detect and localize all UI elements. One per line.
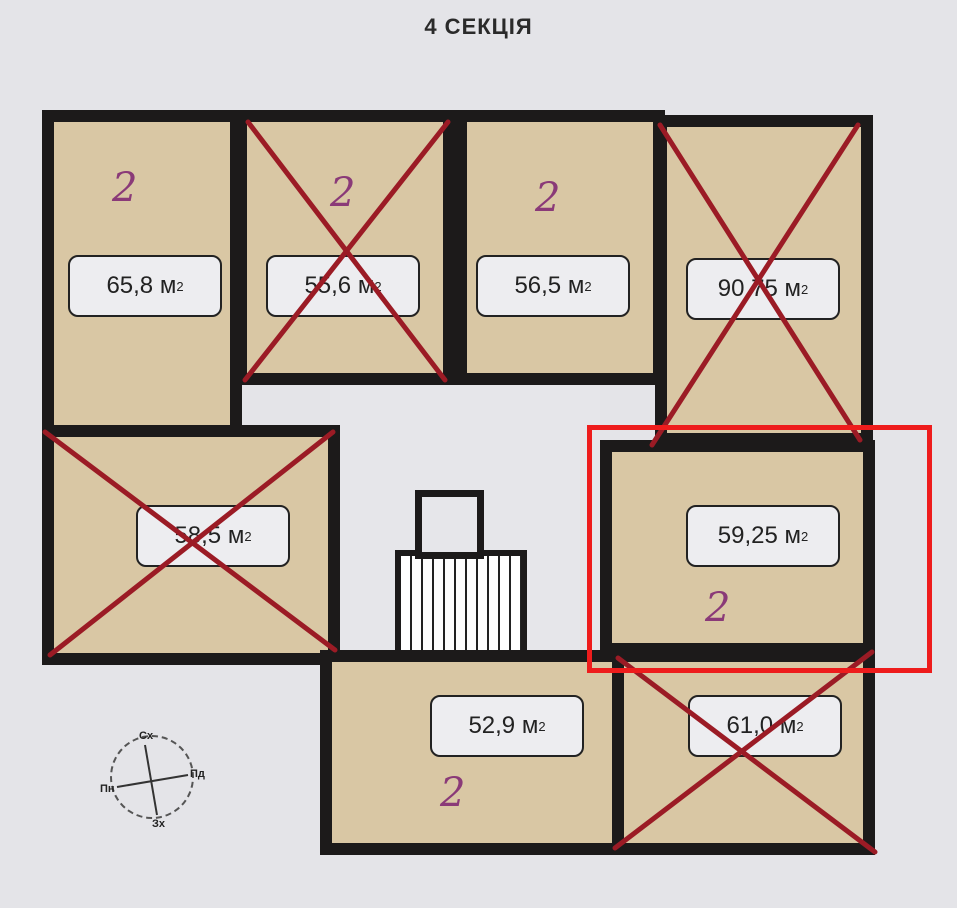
- area-text: 56,5 м: [514, 272, 585, 299]
- unit: 2: [374, 278, 382, 294]
- handwritten-rooms: 2: [705, 585, 731, 631]
- area-text: 90,75 м: [717, 275, 801, 302]
- section-title: 4 СЕКЦІЯ: [424, 14, 533, 39]
- unit: 2: [801, 528, 809, 544]
- handwritten-rooms: 2: [112, 165, 138, 211]
- unit: 2: [176, 278, 184, 294]
- handwritten-rooms: 2: [330, 170, 356, 216]
- area-text: 59,25 м: [717, 522, 801, 549]
- unit: 2: [538, 718, 546, 734]
- area-text: 65,8 м: [106, 272, 177, 299]
- unit: 2: [801, 281, 809, 297]
- area-text: 61,0 м: [726, 712, 797, 739]
- staircase: [395, 550, 527, 657]
- compass-west: Пн: [100, 783, 115, 795]
- selected-apartment-highlight: [587, 425, 932, 673]
- elevator: [415, 490, 484, 559]
- compass: [110, 735, 194, 819]
- area-text: 58,5 м: [174, 522, 245, 549]
- area-text: 55,6 м: [304, 272, 375, 299]
- compass-south: Зх: [152, 818, 166, 830]
- compass-east: Пд: [190, 768, 205, 780]
- unit: 2: [584, 278, 592, 294]
- apartment-3[interactable]: [455, 110, 665, 385]
- apartment-2[interactable]: [235, 110, 455, 385]
- unit: 2: [796, 718, 804, 734]
- handwritten-rooms: 2: [440, 770, 466, 816]
- area-text: 52,9 м: [468, 712, 539, 739]
- compass-north: Сх: [139, 730, 154, 742]
- handwritten-rooms: 2: [535, 175, 561, 221]
- unit: 2: [244, 528, 252, 544]
